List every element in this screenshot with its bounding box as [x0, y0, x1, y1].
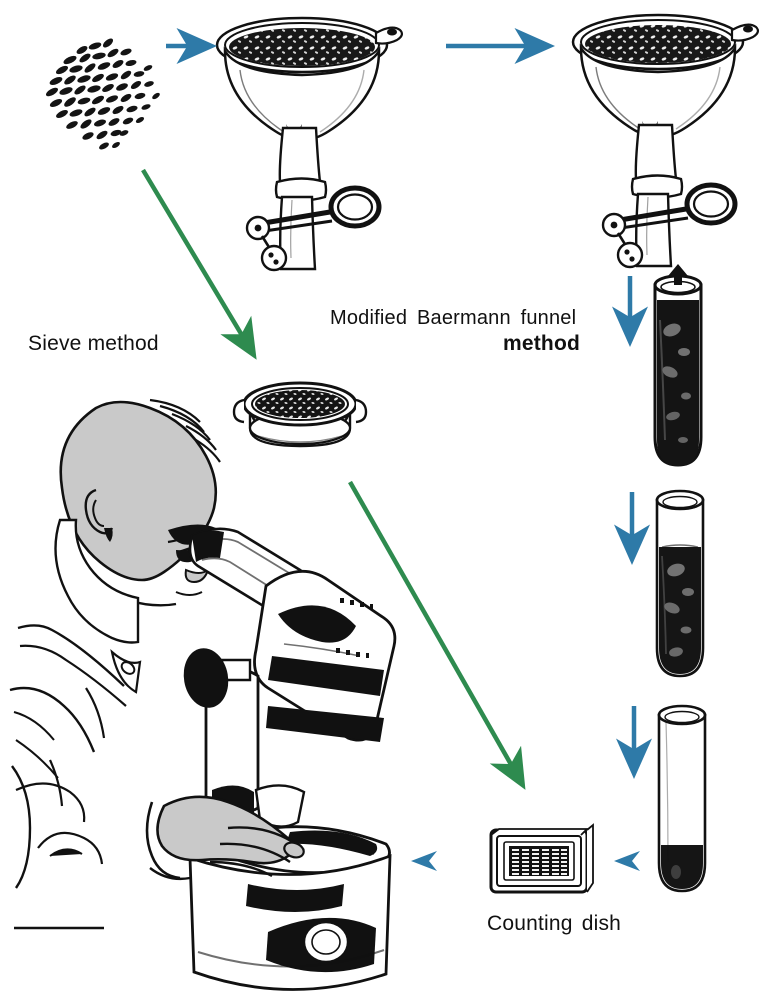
label-baermann-method-line1: Modified Baermann funnel	[330, 307, 577, 329]
baermann-funnel-incubating	[571, 13, 760, 269]
arrow-sieve-to-dish	[348, 480, 526, 790]
label-counting-dish: Counting dish	[487, 912, 622, 935]
scientist-at-microscope	[9, 398, 397, 991]
sieve-with-soil	[232, 381, 368, 448]
arrow-sample-to-sieve	[141, 168, 257, 360]
test-tube-settling	[655, 489, 705, 678]
label-baermann-method-line2: method	[502, 332, 580, 355]
test-tube-pellet	[657, 704, 707, 893]
label-sieve-method: Sieve method	[28, 332, 159, 355]
soil-sample-cluster	[45, 38, 160, 150]
test-tube-full-suspension	[653, 264, 703, 467]
baermann-funnel-loaded	[215, 16, 404, 272]
arrow-dish-to-microscope	[411, 851, 437, 871]
counting-dish-grid	[489, 823, 594, 894]
arrow-tube-to-dish	[614, 851, 640, 871]
